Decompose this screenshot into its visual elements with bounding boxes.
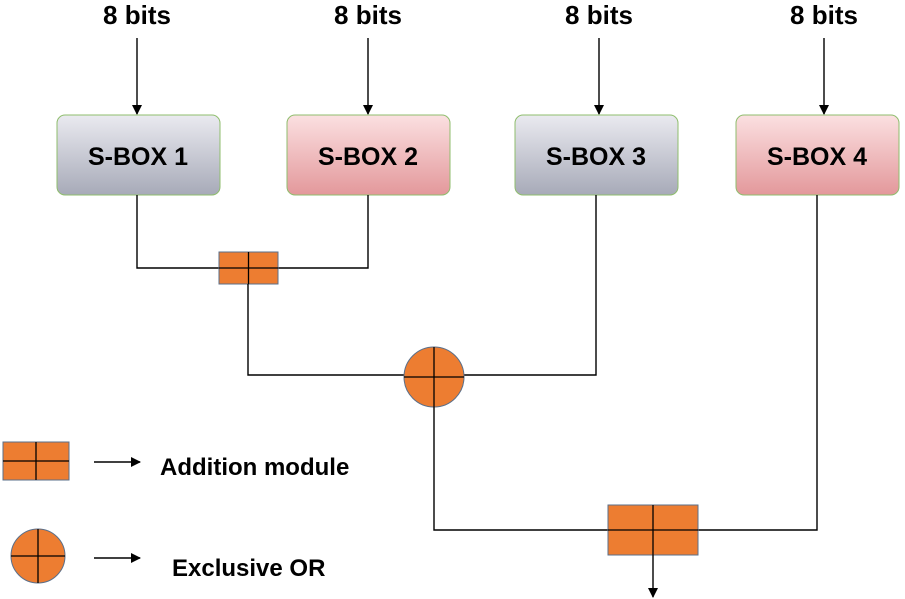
addition-1-output-wire xyxy=(247,284,404,376)
sbox-4-label: S-BOX 4 xyxy=(767,143,867,171)
sbox-2-label: S-BOX 2 xyxy=(318,143,418,171)
sbox-1-label: S-BOX 1 xyxy=(88,143,188,171)
input-2-bits-label: 8 bits xyxy=(334,0,402,30)
xor-output-wire xyxy=(433,407,608,531)
sbox-3-label: S-BOX 3 xyxy=(546,143,646,171)
addition-module-2 xyxy=(607,504,699,556)
input-4-bits-label: 8 bits xyxy=(790,0,858,30)
input-1-bits-label: 8 bits xyxy=(103,0,171,30)
addition-module-1 xyxy=(218,251,279,285)
sbox-2-output-wire xyxy=(278,195,369,269)
legend-addition-symbol xyxy=(2,441,70,481)
sbox-4: S-BOX 4 xyxy=(735,114,900,196)
sbox-4-output-wire xyxy=(698,195,818,531)
legend-addition-label: Addition module xyxy=(160,454,349,481)
legend-xor-symbol xyxy=(10,528,66,584)
input-3-bits-label: 8 bits xyxy=(565,0,633,30)
xor-operator xyxy=(403,346,465,408)
sbox-1-output-wire xyxy=(136,195,219,269)
sbox-1: S-BOX 1 xyxy=(56,114,221,196)
sbox-3-output-wire xyxy=(464,195,597,376)
legend-xor-label: Exclusive OR xyxy=(172,555,325,582)
sbox-3: S-BOX 3 xyxy=(514,114,679,196)
sbox-2: S-BOX 2 xyxy=(286,114,451,196)
